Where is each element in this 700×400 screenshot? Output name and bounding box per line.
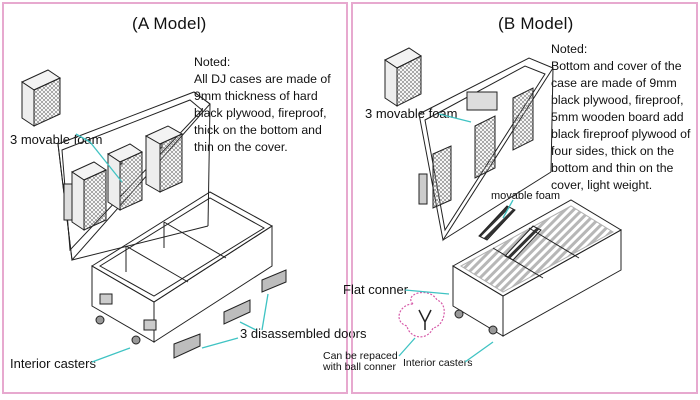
case-base xyxy=(452,199,622,337)
panel-b-note-heading: Noted: xyxy=(551,42,588,56)
panel-b-note-body: Bottom and cover of the case are made of… xyxy=(551,59,691,192)
label-a-doors: 3 disassembled doors xyxy=(240,326,367,341)
label-a-casters: Interior casters xyxy=(10,356,96,371)
panel-a-note-body: All DJ cases are made of 9mm thickness o… xyxy=(194,72,331,154)
loose-foam-block xyxy=(20,69,62,127)
leader-lines-a xyxy=(75,133,269,363)
loose-foam-block xyxy=(384,47,422,107)
panel-b-title: (B Model) xyxy=(498,14,574,33)
label-b-ball-corner-1: Can be repaced xyxy=(323,350,398,362)
label-b-ball-corner-2: with ball conner xyxy=(323,361,396,373)
case-lid xyxy=(57,91,211,262)
panel-b-note: Noted: Bottom and cover of the case are … xyxy=(551,41,697,194)
ball-corner-bubble xyxy=(398,291,445,338)
movable-foam-pieces xyxy=(478,205,542,261)
panel-a-title: (A Model) xyxy=(132,14,207,33)
panel-b-model: (B Model) Noted: Bottom and cover of the… xyxy=(323,2,698,394)
case-base xyxy=(91,191,273,345)
label-b-flat-corner: Flat conner xyxy=(343,282,409,297)
disassembled-doors xyxy=(173,269,287,359)
label-b-casters: Interior casters xyxy=(403,357,473,369)
panel-a-note-heading: Noted: xyxy=(194,55,231,69)
label-b-foam: 3 movable foam xyxy=(365,106,458,121)
lid-foam-blocks xyxy=(432,87,534,209)
panel-a-model: (A Model) Noted: All DJ cases are made o… xyxy=(2,2,366,394)
model-a-illustration xyxy=(20,69,287,363)
panel-a-note: Noted: All DJ cases are made of 9mm thic… xyxy=(194,54,344,156)
model-b-illustration xyxy=(384,47,622,363)
leader-lines-b xyxy=(398,113,514,363)
